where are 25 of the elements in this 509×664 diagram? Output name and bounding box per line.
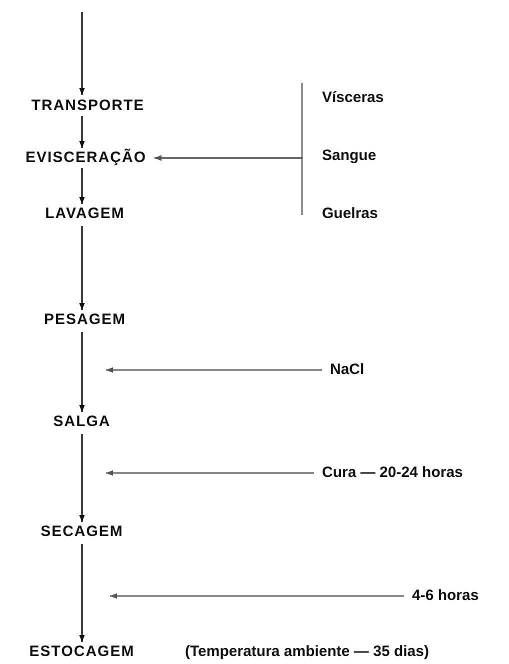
flow-arrow xyxy=(79,434,85,522)
input-label: 4-6 horas xyxy=(412,587,479,605)
process-step-label: EVISCERAÇÃO xyxy=(25,149,147,167)
input-label: Vísceras xyxy=(322,89,384,107)
flow-arrow xyxy=(79,226,85,310)
input-label: Guelras xyxy=(322,205,378,223)
note-text: (Temperatura ambiente — 35 dias) xyxy=(185,643,429,661)
process-step-label: SALGA xyxy=(53,413,111,431)
input-label: Sangue xyxy=(322,147,376,165)
process-step-label: SECAGEM xyxy=(40,523,124,541)
input-arrow xyxy=(154,155,303,215)
input-label: NaCl xyxy=(330,361,364,379)
flow-arrow xyxy=(79,168,85,204)
input-label: Cura — 20-24 horas xyxy=(322,464,463,482)
input-arrow xyxy=(106,470,314,476)
process-step-label: TRANSPORTE xyxy=(31,97,145,115)
input-arrow xyxy=(106,367,322,373)
flow-arrow xyxy=(79,116,85,148)
input-arrow xyxy=(110,593,404,599)
process-step-label: LAVAGEM xyxy=(45,205,125,223)
process-step-label: PESAGEM xyxy=(44,311,126,329)
flow-arrow xyxy=(79,332,85,412)
flow-arrow xyxy=(79,544,85,642)
input-arrow xyxy=(79,12,85,95)
process-step-label: ESTOCAGEM xyxy=(29,643,135,661)
